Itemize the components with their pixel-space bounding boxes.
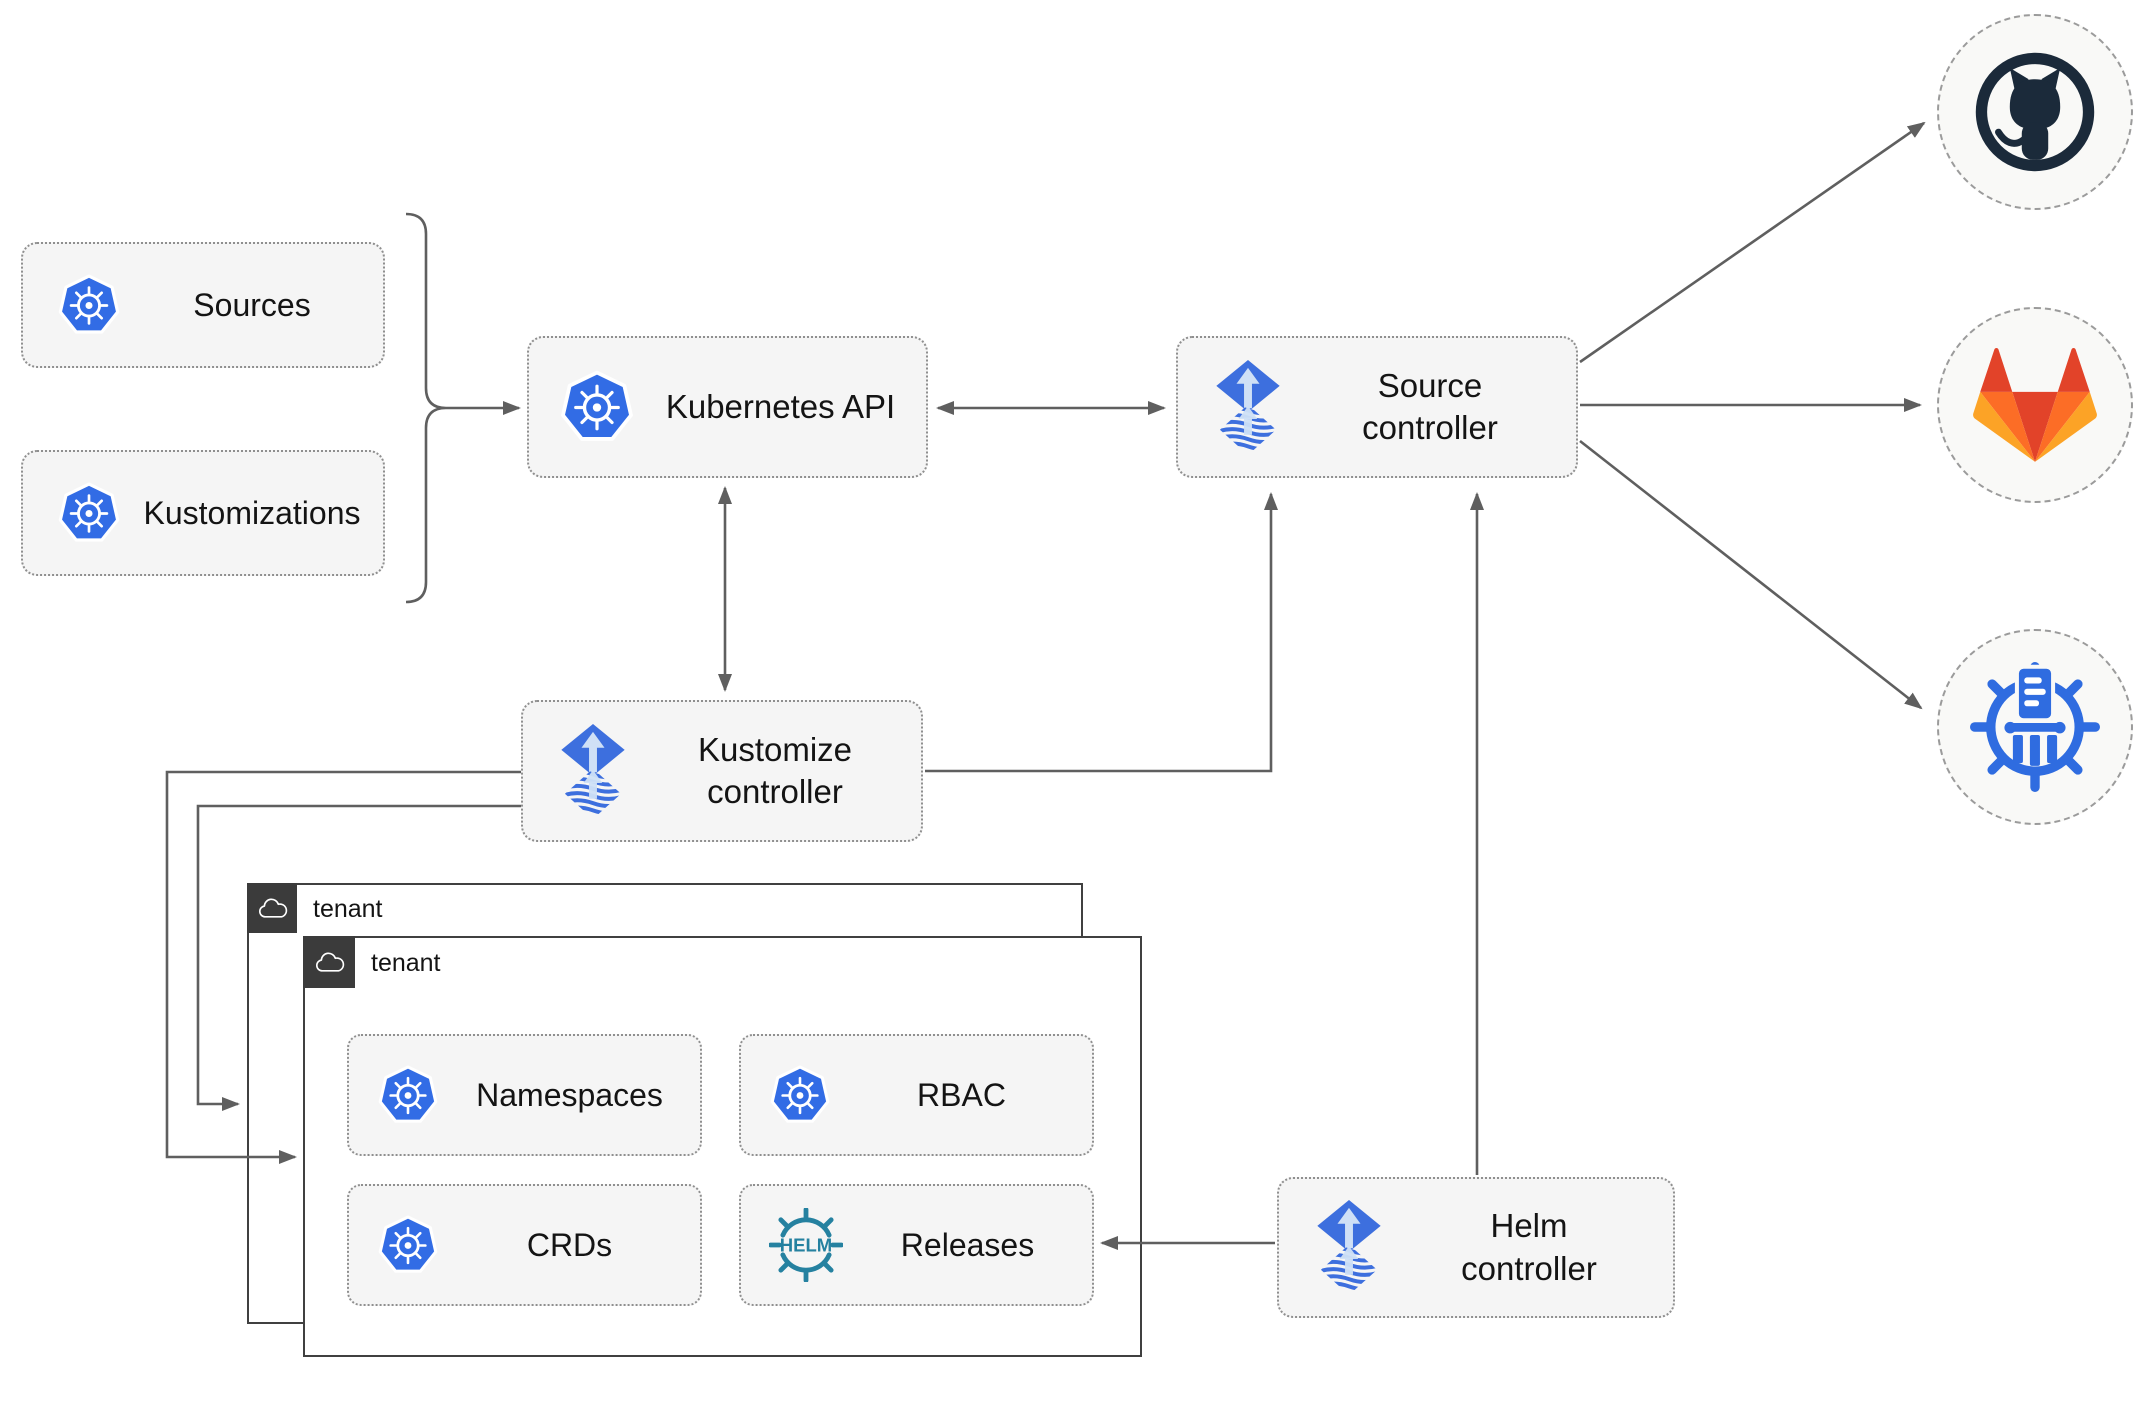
namespaces-label: Namespaces xyxy=(476,1076,663,1113)
kubernetes-api-box: Kubernetes API xyxy=(527,336,928,478)
kubernetes-icon xyxy=(57,480,121,547)
connector-kustomize-to-source xyxy=(925,492,1278,773)
kustomize-controller-label: Kustomize controller xyxy=(629,729,921,813)
tenant-back-label: tenant xyxy=(313,895,383,923)
crds-box: CRDs xyxy=(347,1184,702,1306)
sources-label: Sources xyxy=(193,286,311,323)
helm-controller-label: Helm controller xyxy=(1385,1205,1673,1289)
releases-box: Releases xyxy=(739,1184,1094,1306)
github-icon xyxy=(1972,49,2098,175)
cloud-icon xyxy=(312,949,346,975)
helm-repository-icon xyxy=(1968,660,2102,794)
kustomize-controller-line2: controller xyxy=(707,773,843,810)
kubernetes-icon xyxy=(559,368,635,447)
flux-icon xyxy=(557,724,629,819)
kubernetes-api-label: Kubernetes API xyxy=(665,388,896,425)
kustomizations-box: Kustomizations xyxy=(21,450,385,576)
helm-controller-line2: controller xyxy=(1461,1249,1597,1287)
gitlab-icon xyxy=(1973,343,2097,467)
kustomizations-label: Kustomizations xyxy=(143,494,361,531)
crds-label: CRDs xyxy=(526,1226,613,1263)
sources-box: Sources xyxy=(21,242,385,368)
helm-icon xyxy=(769,1208,843,1282)
kustomize-controller-box: Kustomize controller xyxy=(521,700,923,842)
source-controller-label: Source controller xyxy=(1284,365,1576,449)
kubernetes-icon xyxy=(769,1063,831,1128)
source-controller-line2: controller xyxy=(1362,409,1498,446)
kustomize-controller-line1: Kustomize xyxy=(697,730,853,768)
kubernetes-icon xyxy=(377,1213,439,1278)
helm-controller-box: Helm controller xyxy=(1277,1177,1675,1318)
connector-source-to-helm-repository xyxy=(1579,439,1923,710)
kubernetes-icon xyxy=(377,1063,439,1128)
flux-icon xyxy=(1212,360,1284,455)
tenant-front-label: tenant xyxy=(371,949,441,977)
helm-controller-line1: Helm xyxy=(1490,1207,1568,1245)
tenant-front-tab xyxy=(303,936,355,988)
kubernetes-icon xyxy=(57,272,121,339)
gitlab-repository-node xyxy=(1937,307,2133,503)
source-controller-box: Source controller xyxy=(1176,336,1578,478)
source-controller-line1: Source xyxy=(1377,366,1483,404)
releases-label: Releases xyxy=(900,1226,1035,1263)
tenant-back-tab xyxy=(247,883,297,933)
tenant-frame-front: tenant Namespaces RBAC CRDs Releases xyxy=(303,936,1142,1357)
helm-repository-node xyxy=(1937,629,2133,825)
cloud-icon xyxy=(255,895,289,921)
github-repository-node xyxy=(1937,14,2133,210)
rbac-label: RBAC xyxy=(917,1076,1006,1113)
flux-icon xyxy=(1313,1200,1385,1295)
rbac-box: RBAC xyxy=(739,1034,1094,1156)
connector-source-to-github xyxy=(1579,121,1926,364)
namespaces-box: Namespaces xyxy=(347,1034,702,1156)
brace-resources xyxy=(405,212,447,604)
